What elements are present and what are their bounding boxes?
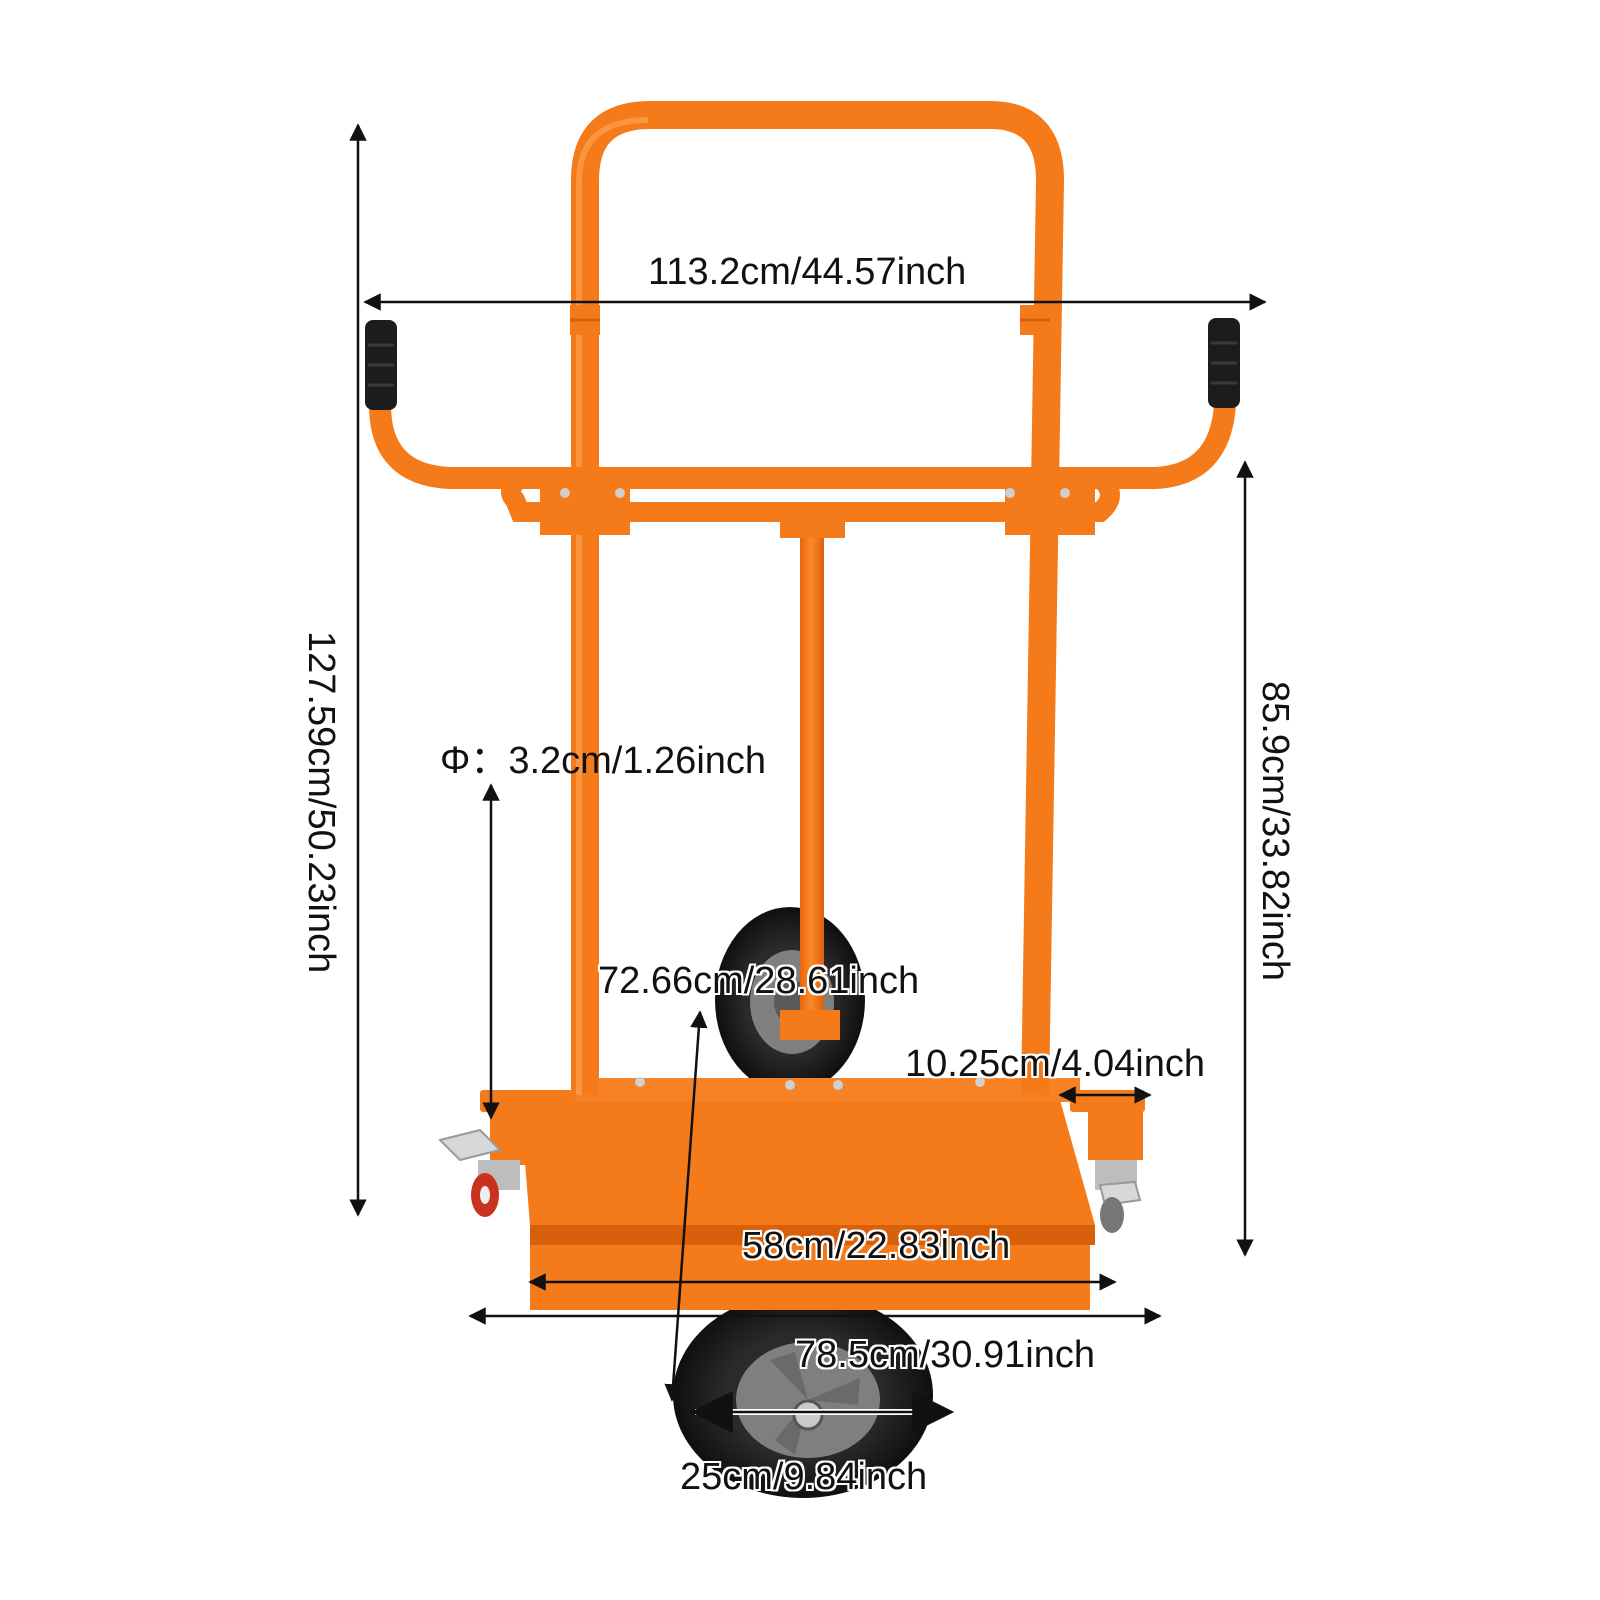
left-grip [365,320,397,410]
label-overall-width: 113.2cm/44.57inch [648,251,967,293]
base-plate [480,1077,1145,1310]
right-caster [1088,1110,1143,1233]
label-frame-height: 72.66cm/28.61inch [598,960,920,1002]
arrow-frame-height [664,1010,708,1402]
label-base-width: 58cm/22.83inch [742,1225,1011,1267]
dimension-arrows [349,123,1267,1433]
label-caster-offset: 10.25cm/4.04inch [905,1043,1205,1085]
label-wheel-diameter: 25cm/9.84inch [680,1456,928,1498]
label-handle-height: 85.9cm/33.82inch [1254,681,1296,981]
center-post [780,510,845,1040]
right-grip [1208,318,1240,408]
label-total-base-width: 78.5cm/30.91inch [795,1334,1095,1376]
label-tube-diameter: Φ：3.2cm/1.26inch [440,740,767,782]
label-overall-height: 127.59cm/50.23inch [300,631,342,974]
handle-crossbar [369,403,1236,535]
